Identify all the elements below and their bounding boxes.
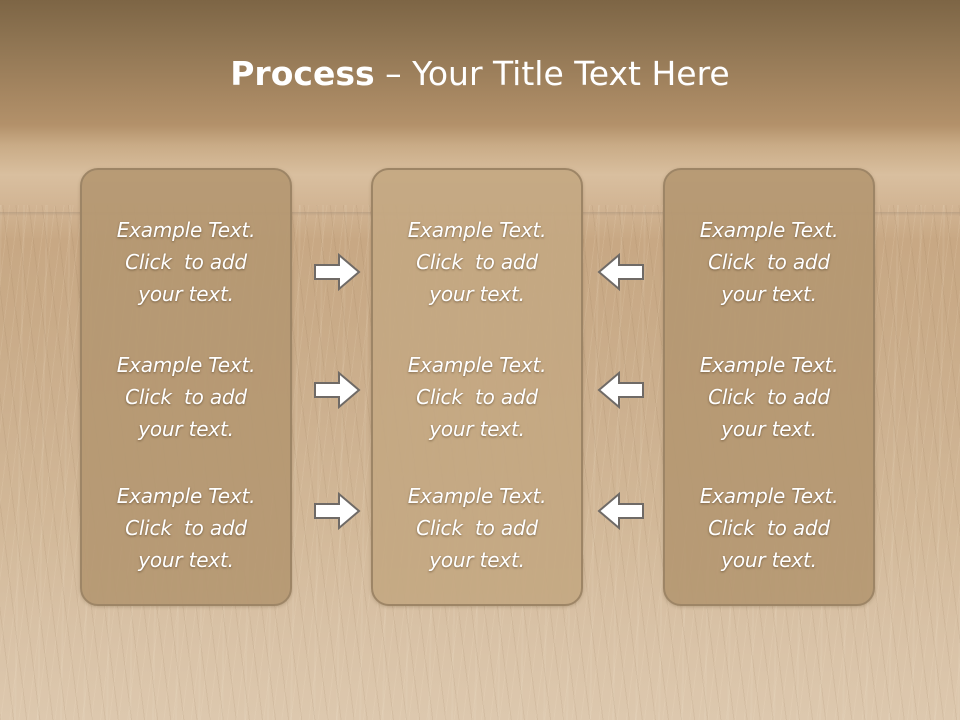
text-block[interactable]: Example Text. Click to add your text.	[373, 480, 581, 576]
text-line: Click to add	[125, 385, 247, 409]
text-block[interactable]: Example Text. Click to add your text.	[373, 349, 581, 445]
text-block[interactable]: Example Text. Click to add your text.	[665, 349, 873, 445]
text-line: your text.	[721, 548, 817, 572]
left-panel[interactable]: Example Text. Click to add your text. Ex…	[80, 168, 292, 606]
text-line: Example Text.	[116, 484, 256, 508]
text-line: Click to add	[708, 516, 830, 540]
text-line: Click to add	[125, 250, 247, 274]
arrow-right-icon	[313, 252, 361, 292]
text-line: your text.	[429, 548, 525, 572]
arrow-right-icon	[313, 491, 361, 531]
center-panel[interactable]: Example Text. Click to add your text. Ex…	[371, 168, 583, 606]
text-line: Example Text.	[407, 484, 547, 508]
text-block[interactable]: Example Text. Click to add your text.	[82, 349, 290, 445]
title-rest: – Your Title Text Here	[374, 54, 730, 93]
arrow-left-icon	[597, 252, 645, 292]
text-line: Example Text.	[699, 484, 839, 508]
text-line: your text.	[429, 417, 525, 441]
text-block[interactable]: Example Text. Click to add your text.	[82, 214, 290, 310]
text-line: Example Text.	[407, 353, 547, 377]
text-line: Click to add	[416, 250, 538, 274]
text-line: Click to add	[416, 385, 538, 409]
text-line: your text.	[721, 282, 817, 306]
text-line: Example Text.	[699, 218, 839, 242]
text-line: Click to add	[708, 250, 830, 274]
arrow-left-icon	[597, 491, 645, 531]
arrow-right-icon	[313, 370, 361, 410]
text-block[interactable]: Example Text. Click to add your text.	[665, 214, 873, 310]
text-line: Click to add	[416, 516, 538, 540]
text-line: Click to add	[125, 516, 247, 540]
text-line: Example Text.	[116, 218, 256, 242]
text-block[interactable]: Example Text. Click to add your text.	[665, 480, 873, 576]
right-panel[interactable]: Example Text. Click to add your text. Ex…	[663, 168, 875, 606]
slide-title[interactable]: Process – Your Title Text Here	[0, 52, 960, 96]
text-line: your text.	[138, 548, 234, 572]
text-line: your text.	[429, 282, 525, 306]
text-block[interactable]: Example Text. Click to add your text.	[82, 480, 290, 576]
arrow-left-icon	[597, 370, 645, 410]
text-line: Example Text.	[116, 353, 256, 377]
text-line: your text.	[138, 282, 234, 306]
text-line: Example Text.	[407, 218, 547, 242]
text-line: your text.	[721, 417, 817, 441]
title-bold: Process	[230, 54, 375, 93]
text-line: your text.	[138, 417, 234, 441]
text-line: Click to add	[708, 385, 830, 409]
text-line: Example Text.	[699, 353, 839, 377]
text-block[interactable]: Example Text. Click to add your text.	[373, 214, 581, 310]
